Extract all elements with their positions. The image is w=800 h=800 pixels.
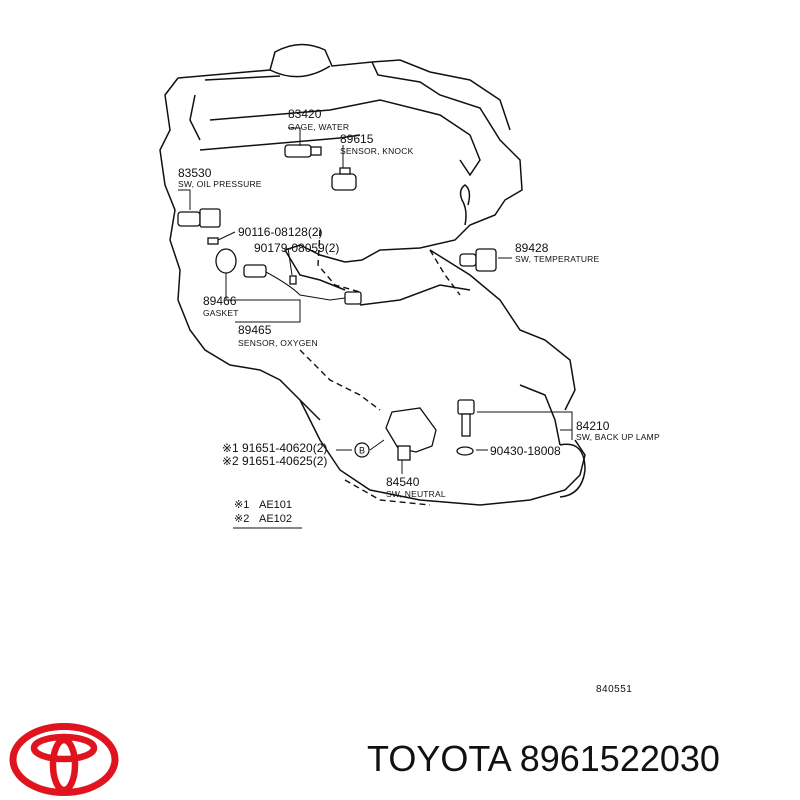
leader-lines (178, 127, 573, 474)
part-desc-temperature: SW, TEMPERATURE (515, 254, 600, 264)
part-number-84210: 84210 (576, 419, 610, 433)
variant-mark-1: ※1 (222, 441, 239, 455)
legend-mark-2: ※2 (234, 513, 249, 525)
part-number-90179: 90179-08059(2) (254, 241, 339, 255)
marker-b: B (354, 442, 370, 458)
legend-model-1: AE101 (259, 499, 292, 511)
toyota-logo-icon (9, 723, 119, 796)
knock-sensor-drawing (331, 167, 357, 191)
part-desc-gasket: GASKET (203, 308, 239, 318)
model-legend: ※1 AE101 ※2 AE102 (233, 499, 302, 529)
water-gage-drawing (284, 144, 322, 158)
part-desc-oil-pressure: SW, OIL PRESSURE (178, 179, 262, 189)
part-number-83420: 83420 (288, 107, 322, 121)
marker-b-text: B (359, 446, 365, 456)
oxygen-sensor-drawing (207, 237, 362, 305)
part-number-83530: 83530 (178, 166, 212, 180)
part-desc-oxygen: SENSOR, OXYGEN (238, 338, 318, 348)
part-desc-knock-sensor: SENSOR, KNOCK (340, 146, 414, 156)
footer-brand-line: TOYOTA 8961522030 (367, 738, 720, 780)
variant-number-1: 91651-40620(2) (242, 441, 327, 455)
back-up-lamp-switch-drawing (456, 399, 475, 456)
variant-mark-2: ※2 (222, 454, 239, 468)
engine-outline (159, 43, 586, 506)
legend-mark-1: ※1 (234, 499, 249, 511)
part-number: 8961522030 (519, 738, 720, 779)
part-desc-water-gage: GAGE, WATER (288, 122, 349, 132)
part-number-84540: 84540 (386, 475, 420, 489)
temperature-switch-drawing (459, 248, 497, 272)
part-desc-back-up-lamp: SW, BACK UP LAMP (576, 432, 660, 442)
brand-name: TOYOTA (367, 738, 510, 779)
part-number-89465: 89465 (238, 323, 272, 337)
figure-reference: 840551 (596, 684, 632, 695)
neutral-switch-drawing (385, 407, 437, 461)
legend-model-2: AE102 (259, 513, 292, 525)
part-number-89615: 89615 (340, 132, 374, 146)
part-desc-neutral: SW, NEUTRAL (386, 489, 446, 499)
engine-diagram: B 83420 GAGE, WATER 89615 SENSOR, KNOCK … (159, 43, 660, 695)
part-number-89466: 89466 (203, 294, 237, 308)
part-number-89428: 89428 (515, 241, 549, 255)
part-number-90116: 90116-08128(2) (238, 225, 323, 239)
part-number-90430: 90430-18008 (490, 444, 561, 458)
variant-number-2: 91651-40625(2) (242, 454, 327, 468)
oil-pressure-switch-drawing (177, 208, 221, 228)
